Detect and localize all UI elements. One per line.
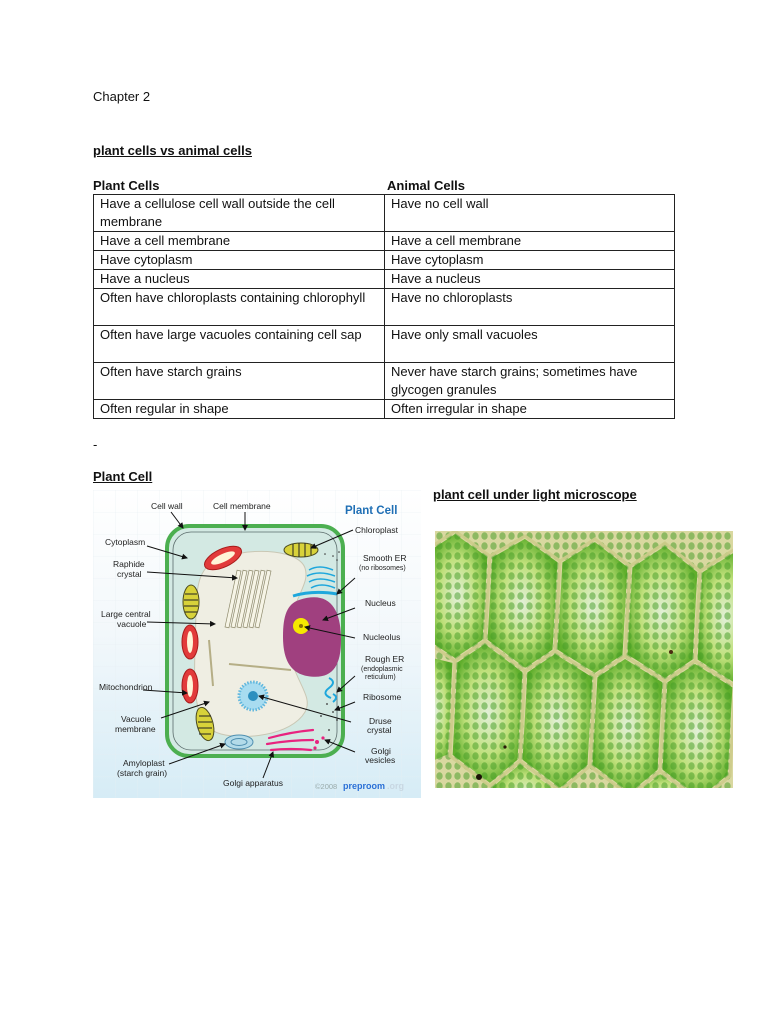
chapter-title: Chapter 2 (93, 89, 151, 104)
svg-text:vesicles: vesicles (365, 755, 395, 765)
label-golgi-vesicles: Golgi (371, 746, 391, 756)
svg-text:reticulum): reticulum) (365, 674, 396, 681)
table-row: Have cytoplasm Have cytoplasm (93, 250, 675, 270)
label-smooth-er: Smooth ER (363, 553, 406, 563)
table-cell: Have no cell wall (384, 194, 675, 232)
svg-text:(endoplasmic: (endoplasmic (361, 666, 403, 673)
diagram-title: Plant Cell (345, 505, 397, 517)
label-cytoplasm: Cytoplasm (105, 537, 145, 547)
table-cell: Have a cell membrane (93, 231, 385, 251)
table-cell: Have no chloroplasts (384, 288, 675, 326)
label-raphide: Raphide (113, 559, 145, 569)
section-heading: plant cells vs animal cells (93, 143, 252, 158)
table-row: Have a nucleus Have a nucleus (93, 269, 675, 289)
label-cell-wall: Cell wall (151, 501, 183, 511)
label-ribosome: Ribosome (363, 692, 402, 702)
table-cell: Never have starch grains; sometimes have… (384, 362, 675, 400)
table-header-animal: Animal Cells (387, 178, 466, 193)
table-cell: Have only small vacuoles (384, 325, 675, 363)
table-cell: Have a nucleus (384, 269, 675, 289)
microscope-heading: plant cell under light microscope (433, 487, 637, 502)
svg-text:.org: .org (387, 781, 404, 791)
label-vacuole: Large central (101, 609, 151, 619)
table-cell: Have cytoplasm (384, 250, 675, 270)
svg-text:vacuole: vacuole (117, 619, 147, 629)
table-row: Often have large vacuoles containing cel… (93, 325, 675, 363)
table-cell: Often regular in shape (93, 399, 385, 419)
svg-text:(no ribosomes): (no ribosomes) (359, 565, 406, 572)
svg-text:crystal: crystal (367, 725, 392, 735)
table-row: Often have chloroplasts containing chlor… (93, 288, 675, 326)
table-cell: Often irregular in shape (384, 399, 675, 419)
table-row: Often regular in shape Often irregular i… (93, 399, 675, 419)
plant-cell-heading: Plant Cell (93, 469, 153, 484)
table-cell: Often have chloroplasts containing chlor… (93, 288, 385, 326)
label-chloroplast: Chloroplast (355, 525, 399, 535)
table-cell: Have a cell membrane (384, 231, 675, 251)
table-cell: Have a cellulose cell wall outside the c… (93, 194, 385, 232)
svg-text:membrane: membrane (115, 724, 156, 734)
label-vacuole-membrane: Vacuole (121, 714, 151, 724)
table-cell: Have cytoplasm (93, 250, 385, 270)
label-rough-er: Rough ER (365, 654, 404, 664)
table-row: Have a cell membrane Have a cell membran… (93, 231, 675, 251)
svg-text:(starch grain): (starch grain) (117, 768, 167, 778)
svg-text:crystal: crystal (117, 569, 142, 579)
table-row: Often have starch grains Never have star… (93, 362, 675, 400)
label-nucleolus: Nucleolus (363, 632, 400, 642)
copyright-text: ©2008 (315, 782, 337, 791)
label-nucleus: Nucleus (365, 598, 396, 608)
table-cell: Often have large vacuoles containing cel… (93, 325, 385, 363)
label-golgi-apparatus: Golgi apparatus (223, 778, 283, 788)
chloroplasts (182, 542, 319, 742)
table-cell: Often have starch grains (93, 362, 385, 400)
plant-cell-diagram: Cell wall Cell membrane Cytoplasm Raphid… (93, 490, 421, 798)
comparison-table: Have a cellulose cell wall outside the c… (93, 194, 675, 419)
label-mitochondrion: Mitochondrion (99, 682, 153, 692)
label-druse: Druse (369, 716, 392, 726)
table-header-plant: Plant Cells (93, 178, 160, 193)
brand-logo: preproom (343, 781, 385, 791)
table-cell: Have a nucleus (93, 269, 385, 289)
label-amyloplast: Amyloplast (123, 758, 165, 768)
label-cell-membrane: Cell membrane (213, 501, 271, 511)
table-row: Have a cellulose cell wall outside the c… (93, 194, 675, 232)
microscope-photo (435, 531, 733, 788)
stray-mark: - (93, 437, 98, 452)
